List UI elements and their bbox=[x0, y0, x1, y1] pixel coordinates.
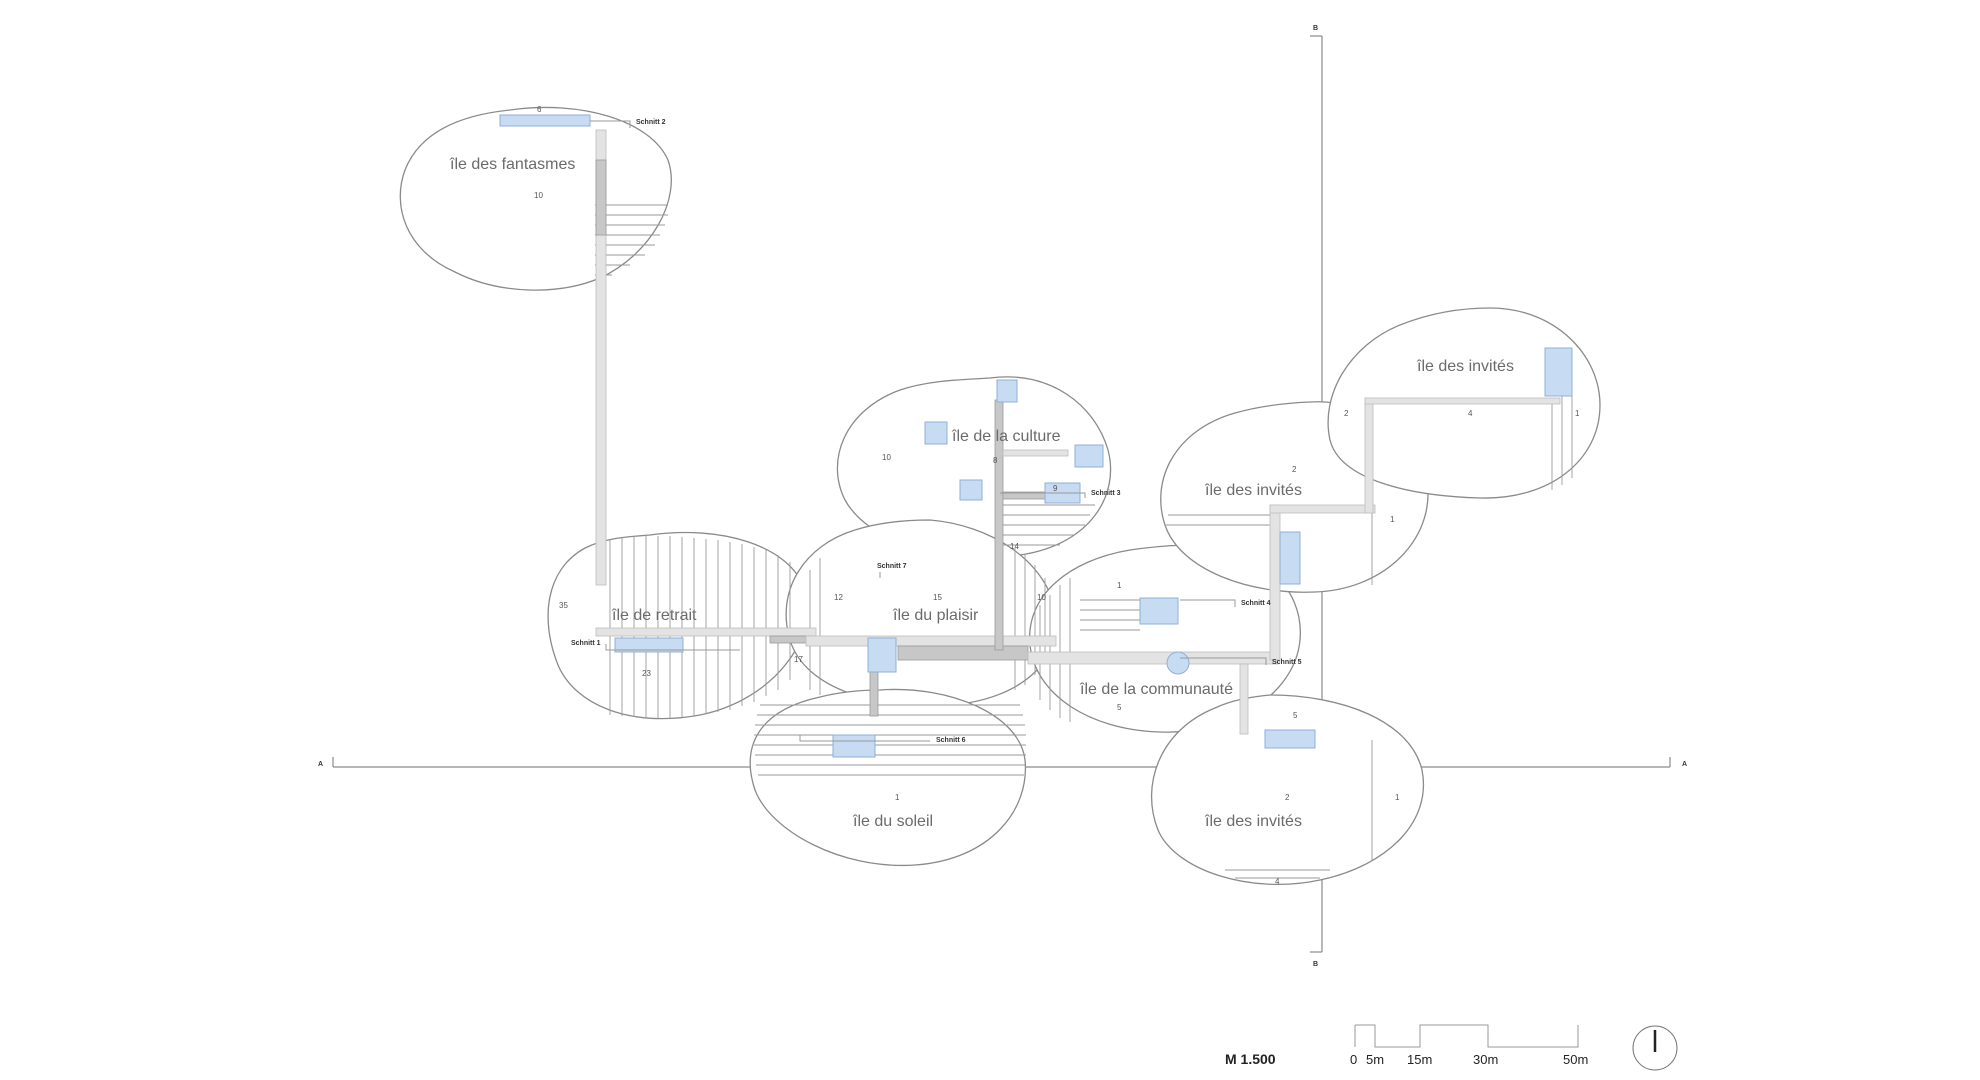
section-label-2: Schnitt 2 bbox=[636, 119, 666, 126]
room-number: 4 bbox=[1275, 877, 1280, 886]
axis-label-b-bottom: B bbox=[1313, 961, 1318, 968]
room-retrait bbox=[614, 637, 684, 653]
scale-tick-0: 0 bbox=[1350, 1052, 1357, 1067]
room-number: 5 bbox=[1117, 703, 1122, 712]
room-number: 4 bbox=[1468, 409, 1473, 418]
island-soleil-outline bbox=[749, 688, 1027, 867]
room-number: 2 bbox=[1292, 465, 1297, 474]
room-number: 2 bbox=[1285, 793, 1290, 802]
room-number: 12 bbox=[834, 593, 843, 602]
room-number: 10 bbox=[534, 191, 543, 200]
room-soleil bbox=[832, 734, 876, 758]
room-number: 23 bbox=[642, 669, 651, 678]
room-number: 14 bbox=[1010, 542, 1019, 551]
section-label-4: Schnitt 4 bbox=[1241, 600, 1271, 607]
axis-label-a-right: A bbox=[1682, 761, 1687, 768]
rooms bbox=[499, 114, 1573, 758]
scale-title: M 1.500 bbox=[1225, 1051, 1276, 1067]
room-culture-3 bbox=[1074, 444, 1104, 468]
hatch-culture bbox=[1000, 504, 1095, 546]
island-label-plaisir: île du plaisir bbox=[892, 607, 979, 624]
room-number: 17 bbox=[794, 655, 803, 664]
section-markers: Schnitt 2 Schnitt 1 Schnitt 3 Schnitt 4 … bbox=[571, 119, 1302, 744]
section-label-5: Schnitt 5 bbox=[1272, 659, 1302, 666]
hatch-retrait bbox=[609, 536, 791, 718]
section-label-7: Schnitt 7 bbox=[877, 563, 907, 570]
hatch-invites-bottom bbox=[1225, 740, 1373, 879]
path-invites-top bbox=[1364, 397, 1561, 405]
island-label-culture: île de la culture bbox=[951, 428, 1061, 445]
island-label-communaute: île de la communauté bbox=[1079, 681, 1233, 698]
axis-label-a-left: A bbox=[318, 761, 323, 768]
room-number: 2 bbox=[1344, 409, 1349, 418]
path-communaute-north bbox=[1269, 504, 1281, 661]
room-culture-4 bbox=[959, 479, 983, 501]
path-plaisir-dark bbox=[897, 645, 1029, 661]
room-communaute bbox=[1139, 597, 1179, 625]
island-label-invites-top: île des invités bbox=[1416, 358, 1514, 375]
scale-tick-15m: 15m bbox=[1407, 1052, 1432, 1067]
room-fantasmes bbox=[499, 114, 591, 127]
room-number: 1 bbox=[1117, 581, 1122, 590]
hatch-communaute bbox=[1039, 578, 1140, 722]
room-number: 5 bbox=[1293, 711, 1298, 720]
hatch-soleil bbox=[754, 704, 1026, 776]
room-number: 10 bbox=[1037, 593, 1046, 602]
path-invites-link bbox=[1364, 397, 1374, 514]
room-number: 1 bbox=[1575, 409, 1580, 418]
island-label-retrait: île de retrait bbox=[611, 607, 697, 624]
room-number: 15 bbox=[933, 593, 942, 602]
path-invites-mid bbox=[1269, 504, 1376, 514]
section-label-3: Schnitt 3 bbox=[1091, 490, 1121, 497]
scale-bar: M 1.500 0 5m 15m 30m 50m bbox=[1225, 1024, 1588, 1067]
path-communaute-south bbox=[1239, 663, 1249, 735]
island-communaute-outline bbox=[1029, 544, 1301, 733]
room-number: 1 bbox=[1395, 793, 1400, 802]
island-label-soleil: île du soleil bbox=[852, 813, 933, 830]
axis-label-b-top: B bbox=[1313, 25, 1318, 32]
path-retrait bbox=[595, 627, 817, 637]
island-retrait-outline bbox=[547, 531, 809, 720]
path-culture-branch bbox=[1002, 449, 1069, 457]
room-number: 35 bbox=[559, 601, 568, 610]
scale-tick-50m: 50m bbox=[1563, 1052, 1588, 1067]
island-label-fantasmes: île des fantasmes bbox=[449, 156, 575, 173]
circulation-paths bbox=[595, 129, 1561, 735]
room-culture-2 bbox=[924, 421, 948, 445]
room-plaisir bbox=[867, 637, 897, 673]
room-number: 10 bbox=[882, 453, 891, 462]
section-label-1: Schnitt 1 bbox=[571, 640, 601, 647]
path-fantasmes-stair bbox=[595, 159, 607, 236]
room-number: 9 bbox=[1053, 484, 1058, 493]
room-numbers: 6 10 35 23 17 12 15 10 10 8 9 14 1 1 5 2… bbox=[534, 105, 1580, 886]
scale-tick-30m: 30m bbox=[1473, 1052, 1498, 1067]
scale-tick-5m: 5m bbox=[1366, 1052, 1384, 1067]
island-invites-bottom-outline bbox=[1150, 694, 1425, 886]
room-number: 8 bbox=[993, 456, 998, 465]
room-number: 1 bbox=[895, 793, 900, 802]
room-invites-mid bbox=[1279, 531, 1301, 585]
room-invites-bottom bbox=[1264, 729, 1316, 749]
room-number: 6 bbox=[537, 105, 542, 114]
path-fantasmes-link bbox=[595, 129, 607, 586]
room-number: 1 bbox=[1390, 515, 1395, 524]
island-label-invites-mid: île des invités bbox=[1204, 482, 1302, 499]
path-retrait-stair bbox=[769, 635, 811, 644]
hatch-invites-top bbox=[1551, 395, 1573, 490]
room-invites-top bbox=[1544, 347, 1573, 397]
path-plaisir bbox=[805, 635, 1057, 647]
island-label-invites-bottom: île des invités bbox=[1204, 813, 1302, 830]
room-culture-1 bbox=[996, 379, 1018, 403]
section-label-6: Schnitt 6 bbox=[936, 737, 966, 744]
room-communaute-round bbox=[1166, 651, 1190, 675]
north-arrow-icon bbox=[1632, 1025, 1678, 1071]
